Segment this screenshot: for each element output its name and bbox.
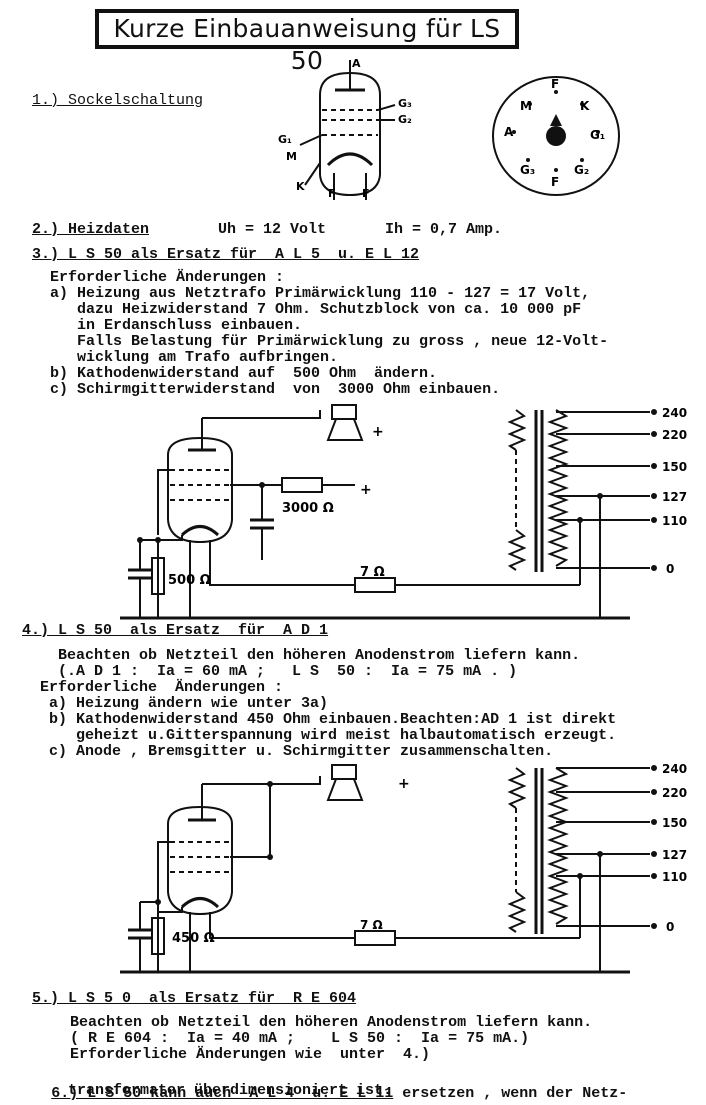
section-2-heading: 2.) Heizdaten — [32, 221, 150, 238]
section-3-line-4: in Erdanschluss einbauen. — [50, 317, 303, 334]
section-3-line-8: c) Schirmgitterwiderstand von 3000 Ohm e… — [50, 381, 501, 398]
d2-tap-150: 150 — [662, 816, 687, 830]
pin-label-k: K — [580, 99, 590, 113]
section-3-line-6: wicklung am Trafo aufbringen. — [50, 349, 339, 366]
tube-label-g1: G₁ — [278, 133, 292, 146]
section-4-line-6: geheizt u.Gitterspannung wird meist halb… — [40, 727, 617, 744]
d1-tap-240: 240 — [662, 406, 687, 420]
pin-label-f-bottom: F — [551, 175, 559, 189]
section-3-line-1: Erforderliche Änderungen : — [50, 269, 285, 286]
section-4-line-1: Beachten ob Netzteil den höheren Anodens… — [40, 647, 581, 664]
d1-plus-screen: + — [360, 482, 372, 498]
section-5-heading: 5.) L S 5 0 als Ersatz für R E 604 — [32, 990, 357, 1007]
section-5-line-1: Beachten ob Netzteil den höheren Anodens… — [52, 1014, 593, 1031]
section-3-line-2: a) Heizung aus Netztrafo Primärwicklung … — [50, 285, 591, 302]
tube-label-f2: F — [362, 187, 370, 200]
d2-tap-110: 110 — [662, 870, 687, 884]
tube-label-m: M — [286, 150, 297, 163]
section-5-line-3: Erforderliche Änderungen wie unter 4.) — [52, 1046, 431, 1063]
pin-label-a: A — [504, 125, 514, 139]
tube-label-g2: G₂ — [398, 113, 412, 126]
section-3-line-5: Falls Belastung für Primärwicklung zu gr… — [50, 333, 609, 350]
section-4-line-2: (.A D 1 : Ia = 60 mA ; L S 50 : Ia = 75 … — [40, 663, 518, 680]
tube-label-k: K — [296, 180, 305, 193]
section-3-line-7: b) Kathodenwiderstand auf 500 Ohm ändern… — [50, 365, 438, 382]
tube-label-g3: G₃ — [398, 97, 412, 110]
d2-tap-127: 127 — [662, 848, 687, 862]
d1-tap-150: 150 — [662, 460, 687, 474]
d1-r-heater-label: 7 Ω — [360, 565, 385, 580]
d2-r-cathode-label: 450 Ω — [172, 931, 215, 946]
d1-plus-speaker: + — [372, 424, 384, 440]
pin-label-g1: G₁ — [590, 128, 605, 142]
section-1-heading: 1.) Sockelschaltung — [32, 92, 204, 109]
d2-tap-0: 0 — [666, 920, 674, 934]
section-4-line-7: c) Anode , Bremsgitter u. Schirmgitter z… — [40, 743, 554, 760]
socket-pinout-diagram: F M K A G₁ G₃ G₂ F — [492, 76, 620, 196]
section-6-line-2: transformator überdimensioniert ist. — [32, 1082, 393, 1099]
heater-current: Ih = 0,7 Amp. — [385, 221, 503, 238]
circuit-diagram-2: + 450 Ω 7 Ω 240 220 150 127 110 0 — [120, 762, 687, 974]
heater-voltage: Uh = 12 Volt — [218, 221, 327, 238]
pin-label-g3: G₃ — [520, 163, 535, 177]
section-6-heading: 6.) L S 50 kann auch A L 4 u. E L 11 — [51, 1085, 394, 1102]
section-5-line-2: ( R E 604 : Ia = 40 mA ; L S 50 : Ia = 7… — [52, 1030, 530, 1047]
circuit-diagram-1: + + 3000 Ω 500 Ω 7 Ω 240 220 150 127 110… — [120, 404, 687, 620]
page-title: Kurze Einbauanweisung für LS 50 — [95, 9, 519, 75]
tube-label-f1: F — [328, 187, 336, 200]
tube-symbol-diagram: A G₃ G₂ G₁ M K F F — [278, 57, 412, 200]
d1-tap-220: 220 — [662, 428, 687, 442]
pin-label-f-top: F — [551, 77, 559, 91]
section-6-tail: ersetzen , wenn der Netz- — [393, 1085, 628, 1102]
section-3-heading: 3.) L S 50 als Ersatz für A L 5 u. E L 1… — [32, 246, 420, 263]
section-4-line-3: Erforderliche Änderungen : — [40, 679, 284, 696]
d2-plus-speaker: + — [398, 776, 410, 792]
section-4-line-4: a) Heizung ändern wie unter 3a) — [40, 695, 329, 712]
d2-tap-220: 220 — [662, 786, 687, 800]
pin-label-g2: G₂ — [574, 163, 589, 177]
pin-label-m: M — [520, 99, 532, 113]
d2-tap-240: 240 — [662, 762, 687, 776]
d1-r-screen-label: 3000 Ω — [282, 501, 334, 516]
d1-tap-110: 110 — [662, 514, 687, 528]
section-4-heading: 4.) L S 50 als Ersatz für A D 1 — [22, 622, 329, 639]
d2-r-heater-label: 7 Ω — [360, 918, 383, 932]
tube-label-a: A — [352, 57, 361, 70]
section-3-line-3: dazu Heizwiderstand 7 Ohm. Schutzblock v… — [50, 301, 582, 318]
section-4-line-5: b) Kathodenwiderstand 450 Ohm einbauen.B… — [40, 711, 617, 728]
d1-r-cathode-label: 500 Ω — [168, 573, 211, 588]
d1-tap-0: 0 — [666, 562, 674, 576]
section-6-line-1: 6.) L S 50 kann auch A L 4 u. E L 11 ers… — [32, 1066, 627, 1102]
d1-tap-127: 127 — [662, 490, 687, 504]
